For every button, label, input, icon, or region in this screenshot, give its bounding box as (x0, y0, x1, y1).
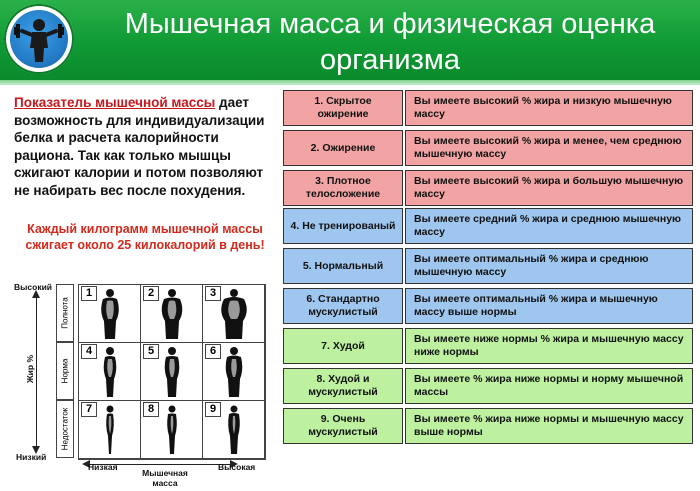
grid-cell-7: 7 (79, 401, 141, 459)
body-silhouette-icon (221, 289, 247, 339)
row-type-description: Вы имеете средний % жира и среднюю мышеч… (405, 208, 693, 244)
y-axis-arrow-up (32, 290, 40, 298)
intro-text: Показатель мышечной массы дает возможнос… (14, 94, 276, 199)
row-type-name: 8. Худой и мускулистый (283, 368, 403, 404)
x-axis-right-label: Высокая (218, 462, 256, 472)
grid-cell-9: 9 (203, 401, 265, 459)
row-label-normal: Норма (56, 342, 74, 400)
row-type-name: 9. Очень мускулистый (283, 408, 403, 444)
row-type-description: Вы имеете высокий % жира и низкую мышечн… (405, 90, 693, 126)
body-silhouette-icon (167, 405, 177, 454)
header-banner: Мышечная масса и физическая оценка орган… (0, 0, 700, 80)
header-stripe (0, 80, 700, 85)
x-axis-left-label: Низкая (88, 462, 118, 472)
body-grid: 1 2 3 4 (78, 284, 266, 460)
row-type-name: 6. Стандартно мускулистый (283, 288, 403, 324)
logo (4, 4, 74, 74)
grid-cell-8: 8 (141, 401, 203, 459)
grid-cell-4: 4 (79, 343, 141, 401)
x-axis-arrow-right (230, 460, 238, 468)
calorie-note: Каждый килограмм мышечной массы сжигает … (25, 222, 265, 252)
row-type-description: Вы имеете оптимальный % жира и мышечную … (405, 288, 693, 324)
row-type-name: 7. Худой (283, 328, 403, 364)
y-axis-bottom-label: Низкий (16, 452, 47, 462)
y-axis-title: Жир % (25, 354, 35, 384)
body-type-grid-figure: Высокий Низкий Жир % Полнота Норма Недос… (0, 280, 280, 491)
body-silhouette-icon (225, 347, 243, 397)
body-silhouette-icon (103, 347, 117, 397)
grid-cell-2: 2 (141, 285, 203, 343)
page-title: Мышечная масса и физическая оценка орган… (124, 8, 656, 76)
body-silhouette-icon (164, 347, 180, 397)
body-silhouette-icon (228, 405, 240, 454)
row-label-deficit: Недостаток (56, 400, 74, 458)
y-axis-line (36, 298, 37, 448)
x-axis-line (90, 464, 230, 465)
row-type-description: Вы имеете высокий % жира и большую мышеч… (405, 170, 693, 206)
row-type-name: 5. Нормальный (283, 248, 403, 284)
y-axis-top-label: Высокий (14, 282, 53, 292)
body-silhouette-icon (161, 289, 183, 339)
intro-lead: Показатель мышечной массы (14, 95, 216, 110)
row-label-fullness: Полнота (56, 284, 74, 342)
row-type-description: Вы имеете % жира ниже нормы и норму мыше… (405, 368, 693, 404)
row-type-description: Вы имеете высокий % жира и менее, чем ср… (405, 130, 693, 166)
row-type-description: Вы имеете оптимальный % жира и среднюю м… (405, 248, 693, 284)
body-silhouette-icon (101, 289, 119, 339)
row-type-description: Вы имеете ниже нормы % жира и мышечную м… (405, 328, 693, 364)
grid-cell-6: 6 (203, 343, 265, 401)
x-axis-arrow-left (82, 460, 90, 468)
body-silhouette-icon (106, 405, 114, 454)
grid-cell-1: 1 (79, 285, 141, 343)
dumbbell-man-icon (14, 19, 64, 62)
grid-cell-3: 3 (203, 285, 265, 343)
row-type-description: Вы имеете % жира ниже нормы и мышечную м… (405, 408, 693, 444)
row-type-name: 2. Ожирение (283, 130, 403, 166)
row-type-name: 3. Плотное телосложение (283, 170, 403, 206)
intro-body: дает возможность для индивидуализации бе… (14, 95, 265, 198)
y-axis-arrow-down (32, 446, 40, 454)
row-type-name: 1. Скрытое ожирение (283, 90, 403, 126)
x-axis-title: Мышечная масса (142, 468, 188, 488)
row-type-name: 4. Не тренированый (283, 208, 403, 244)
grid-cell-5: 5 (141, 343, 203, 401)
